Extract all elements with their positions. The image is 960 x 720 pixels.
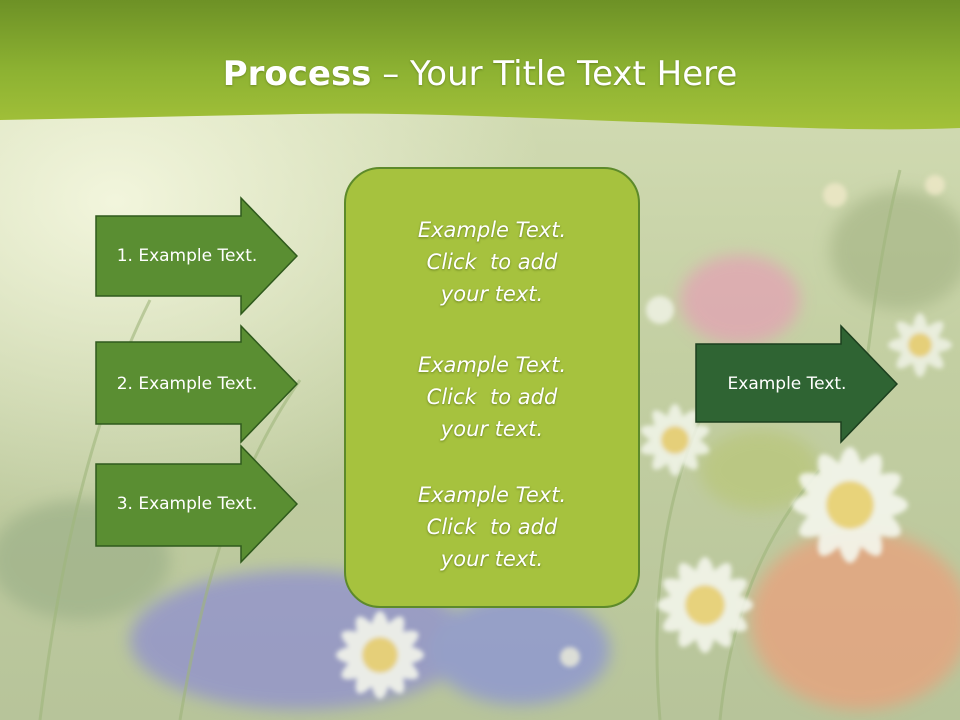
block-line: Example Text.	[417, 218, 567, 242]
step-arrow-1[interactable]: 1. Example Text.	[95, 196, 298, 316]
step-arrow-3[interactable]: 3. Example Text.	[95, 444, 298, 564]
title-bold-text: Process	[222, 54, 372, 94]
center-text-box[interactable]: Example Text. Click to add your text. Ex…	[344, 167, 640, 608]
step-arrow-label: 3. Example Text.	[116, 494, 258, 514]
arrow-right-shape	[95, 444, 298, 564]
slide-title[interactable]: Process – Your Title Text Here	[0, 52, 960, 96]
step-arrow-label: 2. Example Text.	[116, 374, 258, 394]
block-line: Click to add	[426, 385, 558, 409]
title-rest-text: – Your Title Text Here	[371, 54, 738, 94]
center-text-block-2: Example Text. Click to add your text.	[346, 349, 638, 445]
center-text-block-3: Example Text. Click to add your text.	[346, 479, 638, 575]
output-arrow[interactable]: Example Text.	[695, 324, 898, 444]
block-line: your text.	[440, 547, 544, 571]
block-line: your text.	[440, 282, 544, 306]
arrow-right-shape	[695, 324, 898, 444]
step-arrow-label: 1. Example Text.	[116, 246, 258, 266]
title-banner	[0, 0, 960, 130]
block-line: your text.	[440, 417, 544, 441]
arrow-right-shape	[95, 324, 298, 444]
block-line: Click to add	[426, 515, 558, 539]
arrow-right-shape	[95, 196, 298, 316]
step-arrow-2[interactable]: 2. Example Text.	[95, 324, 298, 444]
output-arrow-label: Example Text.	[727, 374, 847, 394]
block-line: Example Text.	[417, 483, 567, 507]
block-line: Example Text.	[417, 353, 567, 377]
block-line: Click to add	[426, 250, 558, 274]
center-text-block-1: Example Text. Click to add your text.	[346, 214, 638, 310]
